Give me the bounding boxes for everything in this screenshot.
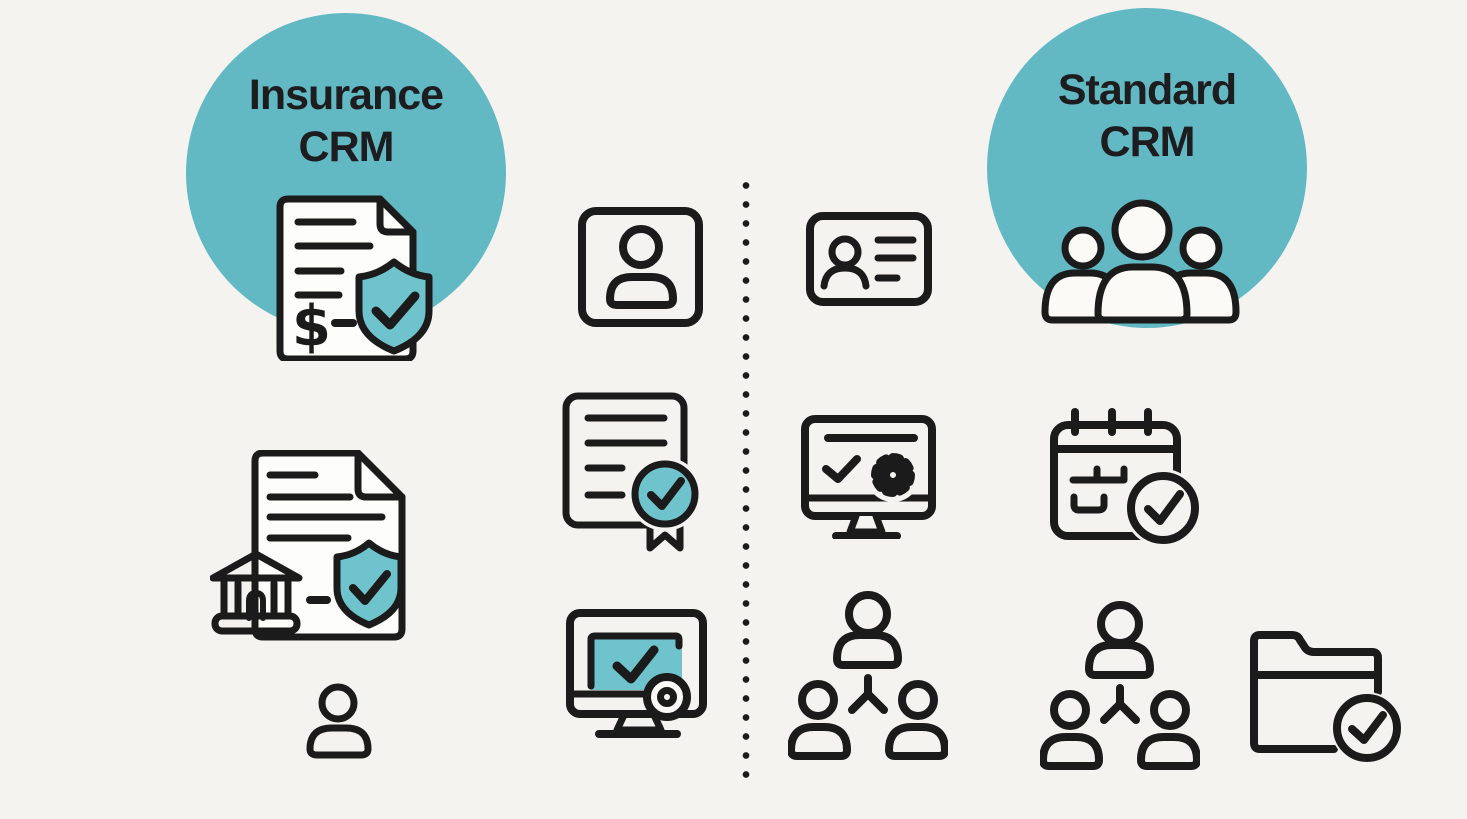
calendar-entry-mark: [1069, 465, 1128, 484]
badge-title-line2: CRM: [298, 123, 395, 172]
team-hierarchy-icon: [1040, 601, 1200, 770]
check-circle-icon: [1127, 472, 1199, 544]
calendar-entry-mark: [1070, 493, 1108, 514]
connector-lines: [848, 674, 888, 714]
gear-icon: [866, 448, 920, 502]
divider-dotted-line: [742, 176, 750, 788]
id-card-icon: [806, 212, 932, 306]
bank-policy-shield-icon: [210, 450, 406, 641]
standard-crm-title: Standard CRM: [1057, 64, 1237, 328]
shield-check-icon: [333, 539, 405, 629]
badge-title-line1: Standard: [1057, 66, 1237, 114]
insurance-crm-title: Insurance CRM: [248, 69, 444, 333]
standard-crm-badge: Standard CRM: [987, 8, 1307, 328]
monitor-settings-check-icon: [801, 415, 936, 539]
insurance-policy-shield-icon: $: [276, 195, 433, 361]
badge-check-icon: [631, 460, 699, 528]
badge-title-line2: CRM: [1099, 118, 1196, 167]
team-hierarchy-icon: [788, 591, 948, 760]
dollar-sign: $: [292, 294, 331, 359]
contact-profile-icon: [578, 207, 703, 327]
bank-building-icon: [210, 550, 303, 635]
monitor-approved-icon: [566, 609, 707, 738]
folder-check-icon: [1250, 631, 1402, 762]
people-group-icon: [1041, 199, 1240, 324]
connector-lines: [1100, 684, 1140, 724]
calendar-check-icon: [1050, 408, 1200, 547]
badge-title-line1: Insurance: [248, 71, 444, 119]
ribbon-tails: [646, 511, 684, 552]
client-person-icon: [306, 683, 372, 759]
check-circle-icon: [1333, 694, 1401, 762]
shield-check-icon: [355, 258, 433, 355]
certificate-approved-icon: [562, 392, 702, 552]
